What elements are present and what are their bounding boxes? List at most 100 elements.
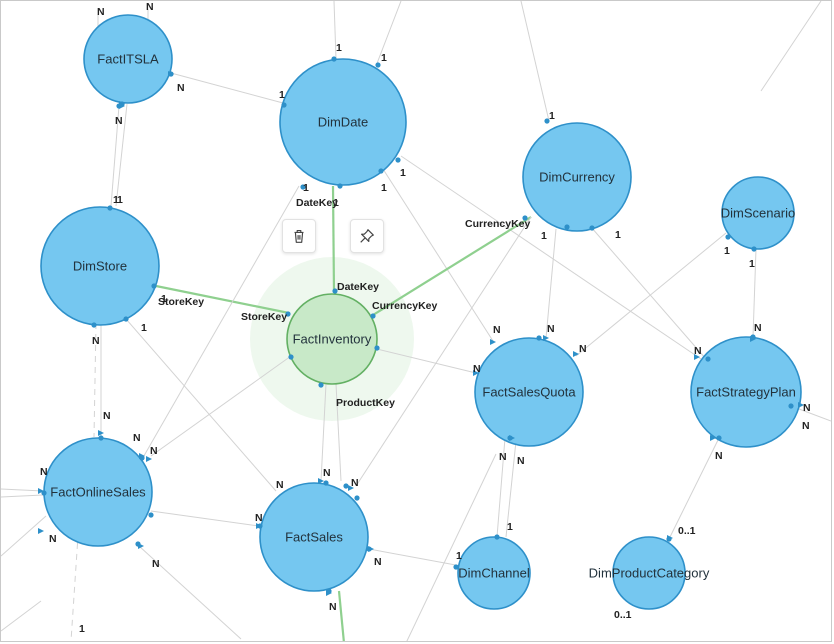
node-circle[interactable] — [457, 536, 531, 610]
node-dim-date[interactable]: DimDate — [279, 58, 407, 186]
relationship-line[interactable] — [406, 453, 497, 642]
relationship-line[interactable] — [1, 600, 42, 632]
cardinality-label: N — [152, 558, 160, 570]
key-label: CurrencyKey — [465, 218, 531, 230]
node-circle[interactable] — [612, 536, 686, 610]
relationship-line[interactable] — [320, 383, 327, 482]
key-label: StoreKey — [241, 311, 287, 323]
trash-icon — [294, 230, 304, 243]
cardinality-label: N — [754, 322, 762, 334]
node-fact-sales-quota[interactable]: FactSalesQuota — [474, 337, 584, 447]
relationship-line[interactable] — [150, 355, 292, 457]
cardinality-label: 1 — [333, 197, 339, 209]
cardinality-label: N — [255, 512, 263, 524]
relationship-endpoint — [41, 490, 47, 496]
relationship-endpoint — [288, 354, 294, 360]
relationship-endpoint — [151, 283, 157, 289]
node-label: DimProductCategory — [589, 566, 710, 581]
cardinality-label: 0..1 — [678, 525, 696, 537]
node-label: FactInventory — [293, 332, 372, 347]
relationship-line[interactable] — [150, 510, 260, 527]
node-fact-itsla[interactable]: FactITSLA — [83, 14, 173, 104]
cardinality-label: N — [802, 420, 810, 432]
relationship-line[interactable] — [140, 185, 300, 462]
relationship-line[interactable] — [1, 494, 44, 498]
node-dim-channel[interactable]: DimChannel — [457, 536, 531, 610]
node-label: DimDate — [318, 115, 369, 130]
relationship-line[interactable] — [155, 284, 290, 315]
node-circle[interactable] — [474, 337, 584, 447]
node-fact-inventory[interactable]: FactInventory — [286, 293, 378, 385]
node-dim-currency[interactable]: DimCurrency — [522, 122, 632, 232]
relationship-line[interactable] — [382, 168, 494, 342]
relationship-line[interactable] — [590, 226, 707, 360]
relationship-line[interactable] — [1, 488, 44, 492]
relationship-line[interactable] — [368, 548, 462, 567]
relationship-line[interactable] — [70, 520, 80, 641]
relationship-line[interactable] — [337, 590, 345, 642]
relationship-line[interactable] — [170, 72, 284, 104]
cardinality-label: 1 — [381, 52, 387, 64]
relationship-line[interactable] — [355, 216, 532, 487]
relationship-line[interactable] — [520, 1, 550, 122]
node-circle[interactable] — [279, 58, 407, 186]
relationship-line[interactable] — [333, 1, 337, 60]
node-circle[interactable] — [690, 336, 802, 448]
cardinality-label: 1 — [381, 182, 387, 194]
relationship-endpoint — [123, 316, 129, 322]
relationship-line[interactable] — [496, 437, 506, 538]
arrowhead-icon — [543, 335, 549, 341]
node-fact-online-sales[interactable]: FactOnlineSales — [43, 437, 153, 547]
pin-button[interactable] — [350, 219, 384, 253]
node-circle[interactable] — [259, 482, 369, 592]
node-circle[interactable] — [522, 122, 632, 232]
relationship-endpoint — [370, 313, 376, 319]
relationship-line[interactable] — [372, 216, 532, 316]
cardinality-label: N — [374, 556, 382, 568]
cardinality-label: 1 — [336, 42, 342, 54]
node-circle[interactable] — [40, 206, 160, 326]
relationship-endpoint — [751, 246, 757, 252]
arrowhead-icon — [38, 488, 44, 494]
node-circle[interactable] — [83, 14, 173, 104]
relationship-line[interactable] — [752, 248, 757, 338]
relationship-line[interactable] — [545, 228, 557, 339]
relationship-line[interactable] — [110, 105, 120, 207]
relationship-endpoint — [354, 495, 360, 501]
key-label: DateKey — [337, 281, 379, 293]
relationship-line[interactable] — [400, 155, 702, 360]
relationship-line[interactable] — [138, 545, 242, 640]
relationship-line[interactable] — [668, 437, 720, 540]
arrowhead-icon — [98, 430, 104, 436]
relationship-endpoint — [318, 382, 324, 388]
arrowhead-icon — [168, 71, 174, 77]
relationship-endpoint — [494, 534, 500, 540]
relationship-line[interactable] — [335, 383, 342, 482]
node-dim-product-category[interactable]: DimProductCategory — [589, 536, 710, 610]
relationship-line[interactable] — [93, 322, 97, 438]
node-circle[interactable] — [721, 176, 795, 250]
relationship-endpoint — [378, 168, 384, 174]
node-label: DimCurrency — [539, 170, 615, 185]
relationship-line[interactable] — [760, 1, 822, 92]
cardinality-label: N — [493, 324, 501, 336]
relationship-line[interactable] — [505, 440, 517, 538]
relationship-line[interactable] — [331, 185, 336, 294]
node-fact-sales[interactable]: FactSales — [259, 482, 369, 592]
node-fact-strategy-plan[interactable]: FactStrategyPlan — [690, 336, 802, 448]
node-circle[interactable] — [286, 293, 378, 385]
relationship-line[interactable] — [125, 318, 277, 492]
node-dim-scenario[interactable]: DimScenario — [721, 176, 795, 250]
node-dim-store[interactable]: DimStore — [40, 206, 160, 326]
relationship-line[interactable] — [575, 232, 727, 357]
arrowhead-icon — [694, 354, 700, 360]
delete-button[interactable] — [282, 219, 316, 253]
relationship-line[interactable] — [376, 348, 477, 374]
relationship-line[interactable] — [375, 1, 402, 67]
relationship-endpoint — [589, 225, 595, 231]
relationship-line[interactable] — [1, 515, 47, 557]
relationship-line[interactable] — [115, 103, 128, 207]
cardinality-label: 1 — [400, 167, 406, 179]
